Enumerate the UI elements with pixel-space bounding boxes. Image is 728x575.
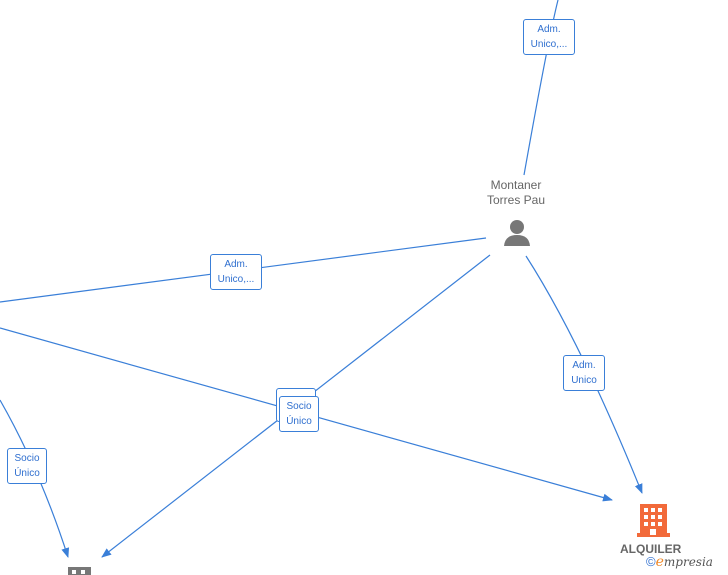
- edge-label-line2: Único: [14, 468, 40, 479]
- edge-label-socio-unico-left[interactable]: Socio Único: [7, 448, 47, 484]
- company-name[interactable]: ALQUILER: [620, 542, 682, 556]
- edge-label-line2: Único: [286, 416, 312, 427]
- empresia-watermark: ©empresia: [646, 554, 728, 572]
- edge-label-socio-unico-center[interactable]: Socio Único: [279, 396, 319, 432]
- edge-label-line1: Socio: [286, 401, 312, 412]
- edge-label-line1: Adm.: [224, 259, 248, 270]
- person-name[interactable]: Montaner Torres Pau: [470, 178, 562, 208]
- copyright-icon: ©: [646, 554, 656, 569]
- edge-label-line1: Adm.: [537, 24, 561, 35]
- edge-top-to-person: [523, 0, 559, 176]
- edge-label-line2: Unico: [571, 375, 597, 386]
- edge-label-line2: Unico,...: [217, 274, 255, 285]
- edge-label-adm-unico-right[interactable]: Adm. Unico: [563, 355, 605, 391]
- person-name-line1: Montaner: [490, 178, 542, 192]
- person-name-line2: Torres Pau: [486, 193, 546, 207]
- person-icon[interactable]: [504, 220, 530, 246]
- edge-label-line2: Unico,...: [530, 39, 568, 50]
- brand-rest: mpresia: [663, 555, 713, 569]
- edge-label-adm-unico-left[interactable]: Adm. Unico,...: [210, 254, 262, 290]
- edge-label-line1: Socio: [14, 453, 40, 464]
- building-icon-partial[interactable]: [68, 567, 91, 575]
- edge-label-line1: Adm.: [572, 360, 596, 371]
- building-icon[interactable]: [637, 504, 670, 537]
- edge-label-adm-unico-top[interactable]: Adm. Unico,...: [523, 19, 575, 55]
- brand-initial: e: [655, 554, 664, 570]
